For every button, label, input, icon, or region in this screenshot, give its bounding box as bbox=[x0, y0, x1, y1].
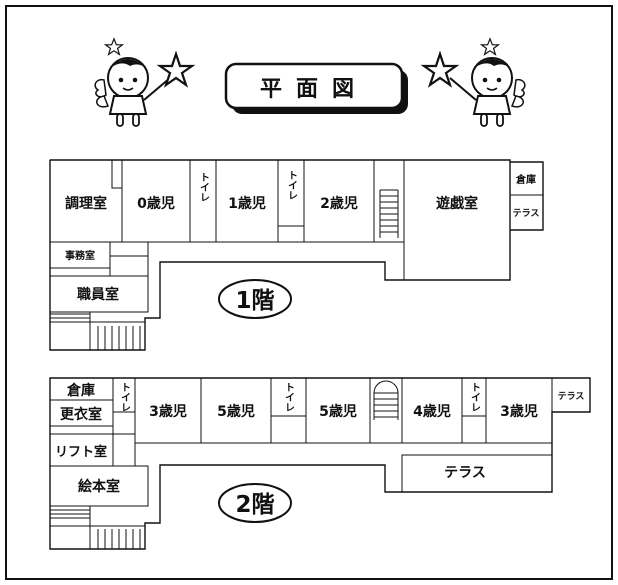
label-locker: 更衣室 bbox=[60, 406, 102, 423]
room-terrace-2 bbox=[401, 454, 553, 493]
label-age1: 1歳児 bbox=[228, 195, 266, 212]
stairs-2-center-treads bbox=[373, 380, 399, 420]
label-age0: 0歳児 bbox=[137, 195, 175, 212]
stairs-2-left bbox=[49, 505, 146, 550]
label-toilet-1a: トイレ bbox=[198, 172, 210, 202]
label-terrace-1: テラス bbox=[513, 208, 540, 219]
label-toilet-2c: トイレ bbox=[469, 382, 481, 412]
floor-1-badge bbox=[218, 279, 292, 319]
label-storage-1: 倉庫 bbox=[515, 173, 536, 186]
floor-2-plan: 倉庫 更衣室 リフト室 トイレ 3歳児 5歳児 トイレ 5歳児 4歳児 トイレ … bbox=[49, 377, 591, 550]
label-terrace-small: テラス bbox=[558, 391, 585, 402]
stairs-1-center-treads bbox=[379, 189, 399, 238]
label-office: 事務室 bbox=[65, 249, 95, 262]
label-toilet-2a: トイレ bbox=[119, 382, 131, 412]
floor-2-label: 2階 bbox=[235, 492, 274, 518]
page-title: 平面図 bbox=[260, 77, 368, 102]
floor-2-badge bbox=[218, 483, 292, 523]
label-toilet-2b: トイレ bbox=[283, 382, 295, 412]
room-terrace-1 bbox=[509, 194, 544, 231]
label-age3-b: 3歳児 bbox=[500, 403, 538, 420]
label-toilet-1b: トイレ bbox=[286, 170, 298, 200]
label-storage-2: 倉庫 bbox=[66, 382, 95, 399]
stairs-1-left bbox=[50, 313, 146, 351]
label-terrace-2: テラス bbox=[444, 465, 486, 481]
room-picturebook bbox=[49, 465, 149, 507]
room-staffroom bbox=[49, 275, 149, 313]
label-age2: 2歳児 bbox=[320, 195, 358, 212]
label-age4: 4歳児 bbox=[413, 403, 451, 420]
label-staffroom: 職員室 bbox=[77, 286, 119, 303]
label-age5-b: 5歳児 bbox=[319, 403, 357, 420]
fairy-left-icon bbox=[94, 37, 196, 127]
label-age3-a: 3歳児 bbox=[149, 403, 187, 420]
label-picturebook: 絵本室 bbox=[78, 478, 120, 495]
floor-1-plan: 調理室 0歳児 トイレ 1歳児 トイレ 2歳児 遊戯室 倉庫 テラス 事務室 職… bbox=[49, 159, 544, 351]
label-age5-a: 5歳児 bbox=[217, 403, 255, 420]
room-terrace-small bbox=[551, 377, 591, 413]
title-plaque: 平面図 bbox=[224, 62, 408, 114]
label-playroom: 遊戯室 bbox=[436, 195, 478, 212]
fairy-right-icon bbox=[420, 37, 526, 127]
label-lift-room: リフト室 bbox=[55, 444, 107, 460]
label-kitchen: 調理室 bbox=[65, 195, 107, 212]
floor-1-label: 1階 bbox=[235, 288, 274, 314]
